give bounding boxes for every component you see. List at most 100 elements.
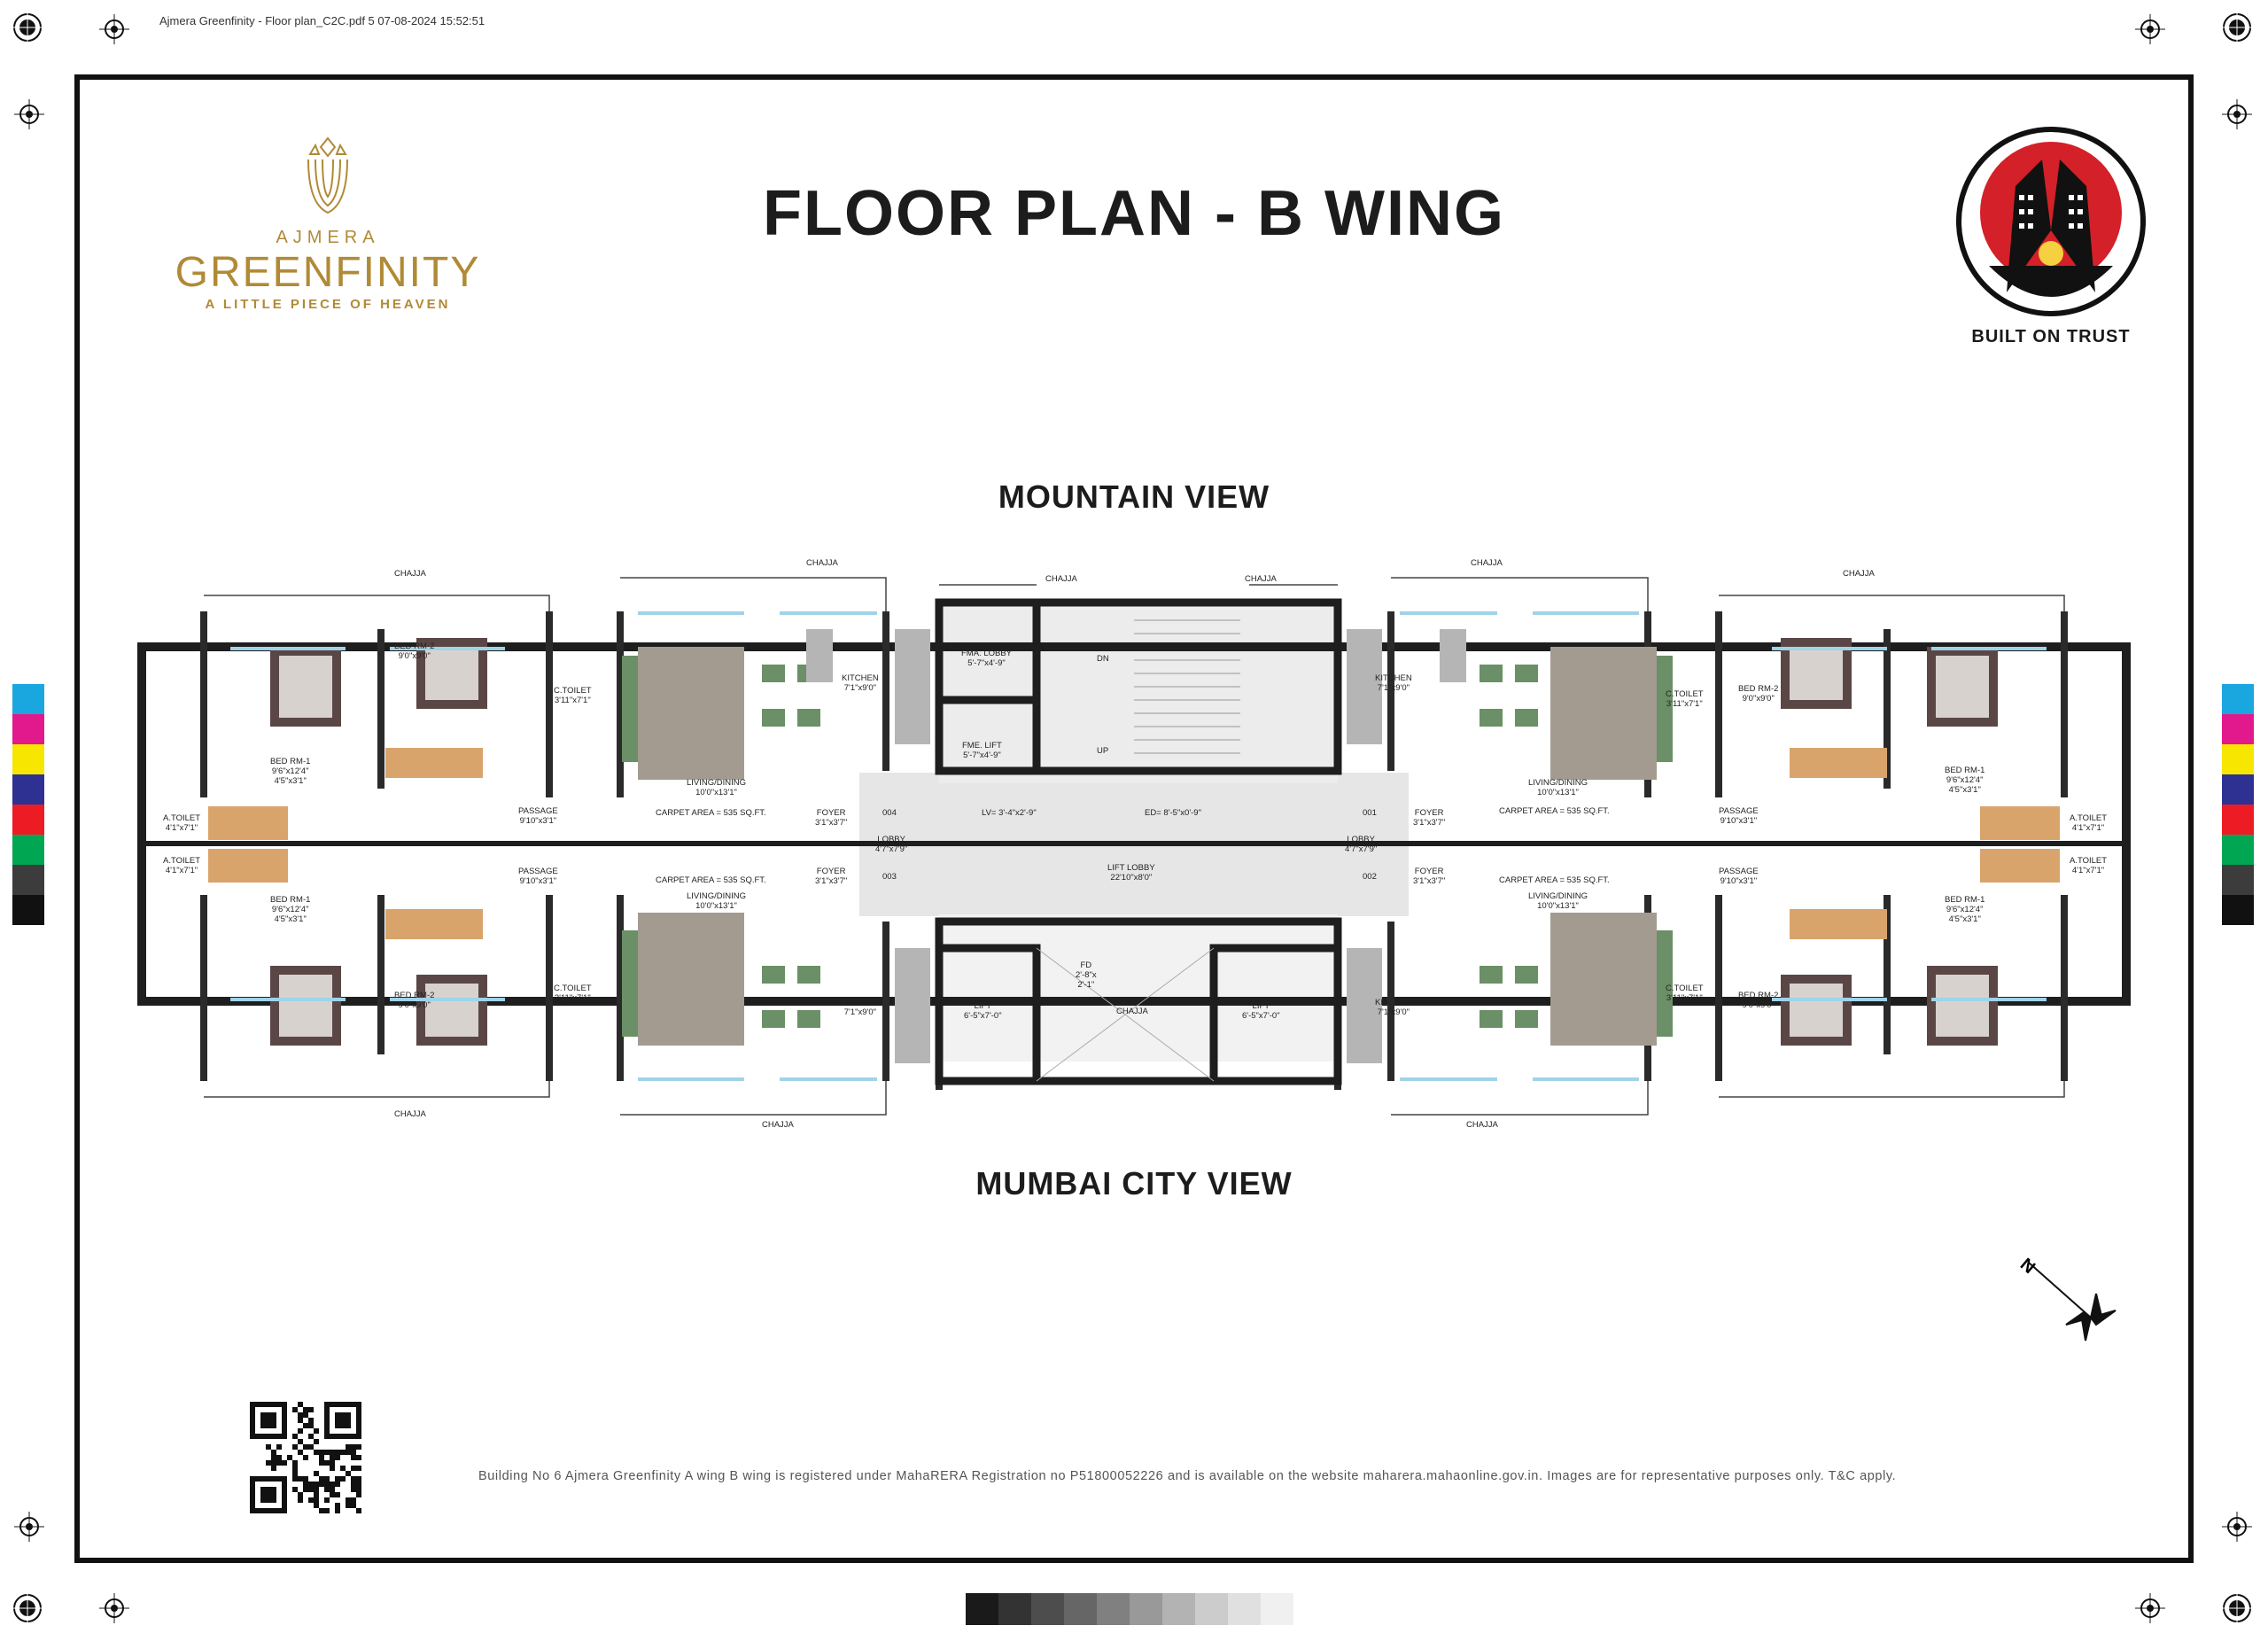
chajja-label: CHAJJA	[1045, 574, 1077, 584]
color-bar-left	[12, 684, 44, 925]
color-swatch	[2222, 805, 2254, 835]
chajja-label: CHAJJA	[1245, 574, 1277, 584]
flat-number: 001	[1363, 808, 1377, 818]
registration-mark-icon	[2222, 12, 2252, 43]
crosshair-icon	[99, 14, 129, 44]
color-swatch	[2222, 865, 2254, 895]
crosshair-icon	[14, 99, 44, 129]
color-swatch	[12, 744, 44, 774]
carpet-area-label: CARPET AREA = 535 SQ.FT.	[656, 808, 766, 818]
crosshair-icon	[99, 1593, 129, 1623]
page-title: FLOOR PLAN - B WING	[763, 178, 1505, 249]
carpet-area-label: CARPET AREA = 535 SQ.FT.	[1499, 875, 1610, 885]
crosshair-icon	[2135, 14, 2165, 44]
color-swatch	[12, 714, 44, 744]
color-swatch	[12, 684, 44, 714]
stair-up-label: UP	[1097, 746, 1109, 756]
qr-code[interactable]	[250, 1402, 361, 1513]
color-swatch	[12, 774, 44, 805]
city-view-label: MUMBAI CITY VIEW	[975, 1165, 1293, 1202]
gray-swatch	[1228, 1593, 1261, 1625]
ajmera-logo: BUILT ON TRUST	[1945, 124, 2157, 347]
color-swatch	[2222, 774, 2254, 805]
brand-tagline: A LITTLE PIECE OF HEAVEN	[205, 297, 451, 312]
north-label: N	[2016, 1255, 2039, 1278]
flat-number: 002	[1363, 872, 1377, 882]
crosshair-icon	[14, 1512, 44, 1542]
gray-swatch	[1031, 1593, 1064, 1625]
chajja-label: CHAJJA	[394, 569, 426, 579]
flat-number: 003	[882, 872, 897, 882]
north-arrow-icon: N	[2016, 1255, 2117, 1342]
stair-down-label: DN	[1097, 654, 1109, 664]
carpet-area-label: CARPET AREA = 535 SQ.FT.	[656, 875, 766, 885]
registration-mark-icon	[12, 1593, 43, 1623]
color-swatch	[12, 835, 44, 865]
chajja-label: CHAJJA	[394, 1109, 426, 1119]
greenfinity-logo: AJMERA GREENFINITY A LITTLE PIECE OF HEA…	[142, 133, 514, 312]
registration-mark-icon	[2222, 1593, 2252, 1623]
carpet-area-label: CARPET AREA = 535 SQ.FT.	[1499, 806, 1610, 816]
color-swatch	[2222, 714, 2254, 744]
color-swatch	[12, 805, 44, 835]
floor-plan: CHAJJA CHAJJA CHAJJA CHAJJA CHAJJA CHAJJ…	[124, 558, 2144, 1134]
gray-swatch	[966, 1593, 998, 1625]
gray-scale-bar	[966, 1593, 1293, 1625]
color-bar-right	[2222, 684, 2254, 925]
gray-swatch	[1130, 1593, 1162, 1625]
gray-swatch	[1195, 1593, 1228, 1625]
ajmera-emblem-icon	[1956, 127, 2146, 316]
chajja-label: CHAJJA	[1471, 558, 1503, 568]
chajja-label: CHAJJA	[1466, 1120, 1498, 1130]
brand-prefix: AJMERA	[276, 228, 380, 247]
ed-label: ED= 8'-5"x0'-9"	[1145, 808, 1201, 818]
color-swatch	[12, 865, 44, 895]
crosshair-icon	[2222, 99, 2252, 129]
gray-swatch	[998, 1593, 1031, 1625]
color-swatch	[2222, 684, 2254, 714]
color-swatch	[12, 895, 44, 925]
color-swatch	[2222, 744, 2254, 774]
floor-plan-drawing	[137, 577, 2131, 1116]
gray-swatch	[1261, 1593, 1293, 1625]
lotus-emblem-icon	[307, 136, 348, 214]
